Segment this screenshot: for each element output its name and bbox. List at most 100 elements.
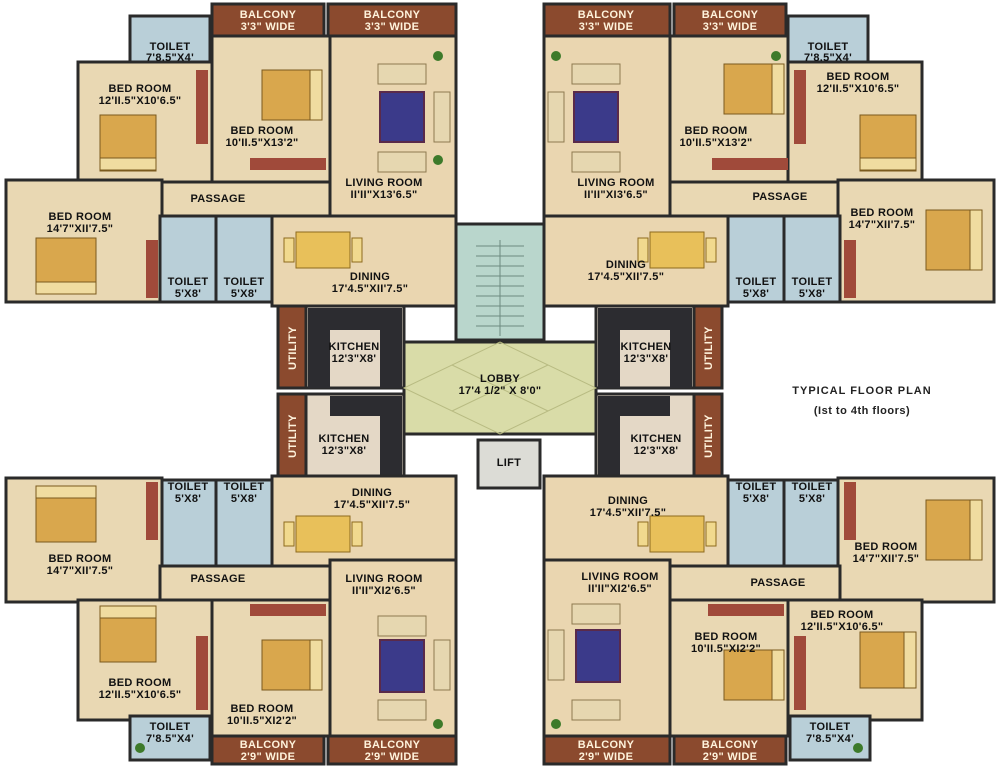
balcony-top-right-2: [672, 2, 788, 38]
plant-icon: [433, 719, 443, 729]
bed-top-right-3: [925, 209, 983, 271]
unit-bottom-left: UTILITY KITCHEN 12'3"X8' DINING 17'4.5"X…: [4, 392, 458, 766]
balcony-size: 2'9" WIDE: [703, 751, 758, 763]
room-name: DINING: [352, 487, 392, 499]
room-size: 10'II.5"XI2'2": [227, 715, 297, 727]
kitchen-counter-top-right: [598, 308, 692, 388]
toilet-size: 5'X8': [231, 493, 257, 505]
wardrobe-bottom-left-1: [146, 482, 158, 540]
room-size: II'II"XI2'6.5": [588, 583, 652, 595]
room-name: LIVING ROOM: [345, 573, 422, 585]
room-name: LIVING ROOM: [577, 177, 654, 189]
utility-label: UTILITY: [703, 414, 715, 458]
plant-icon: [771, 51, 781, 61]
room-name: BED ROOM: [231, 125, 294, 137]
toilet-name: TOILET: [792, 481, 833, 493]
wardrobe-top-right-2: [712, 158, 788, 170]
dining-table-top-left: [283, 231, 363, 269]
toilet-size: 7'8.5"X4': [146, 52, 194, 64]
balcony-name: BALCONY: [240, 739, 297, 751]
room-size: 17'4.5"XII'7.5": [334, 499, 410, 511]
room-size: II'II"X13'6.5": [351, 189, 418, 201]
room-size: 17'4.5"XII'7.5": [588, 271, 664, 283]
balcony-name: BALCONY: [578, 739, 635, 751]
room-name: KITCHEN: [631, 433, 682, 445]
room-name: BED ROOM: [827, 71, 890, 83]
wardrobe-top-left-1: [196, 70, 208, 144]
room-name: BED ROOM: [855, 541, 918, 553]
room-name: BED ROOM: [231, 703, 294, 715]
sofa-set-bottom-right: [547, 603, 621, 721]
toilet-name: TOILET: [168, 276, 209, 288]
bed-top-right-1: [859, 114, 917, 172]
balcony-name: BALCONY: [240, 9, 297, 21]
lift-label: LIFT: [497, 457, 521, 469]
toilet-name: TOILET: [808, 41, 849, 53]
toilet-top-right-3: [782, 214, 842, 304]
sofa-set-top-left: [377, 63, 451, 173]
dining-table-bottom-right: [637, 515, 717, 553]
balcony-name: BALCONY: [364, 739, 421, 751]
toilet-name: TOILET: [736, 481, 777, 493]
room-name: BED ROOM: [851, 207, 914, 219]
bed-top-right-2: [723, 63, 785, 115]
toilet-size: 5'X8': [743, 493, 769, 505]
sofa-set-top-right: [547, 63, 621, 173]
utility-label: UTILITY: [703, 326, 715, 370]
toilet-size: 7'8.5"X4': [146, 733, 194, 745]
balcony-size: 3'3" WIDE: [703, 21, 758, 33]
plant-icon: [853, 743, 863, 753]
room-size: 12'II.5"X10'6.5": [801, 621, 884, 633]
bed-bottom-right-1: [859, 631, 917, 689]
room-name: KITCHEN: [319, 433, 370, 445]
room-size: 14'7"XII'7.5": [47, 223, 114, 235]
balcony-name: BALCONY: [578, 9, 635, 21]
room-name: BED ROOM: [811, 609, 874, 621]
utility-bottom-left: [276, 392, 308, 478]
stair-steps: [476, 240, 524, 336]
room-size: 10'II.5"X13'2": [225, 137, 298, 149]
room-size: 12'3"X8': [624, 353, 669, 365]
toilet-name: TOILET: [792, 276, 833, 288]
room-size: 14'7"XII'7.5": [849, 219, 916, 231]
unit-top-right: BALCONY 3'3" WIDE BALCONY 3'3" WIDE TOIL…: [542, 2, 996, 390]
plant-icon: [135, 743, 145, 753]
plant-icon: [551, 719, 561, 729]
lobby-size: 17'4 1/2" X 8'0": [459, 385, 542, 397]
toilet-name: TOILET: [168, 481, 209, 493]
balcony-size: 2'9" WIDE: [365, 751, 420, 763]
toilet-size: 5'X8': [175, 493, 201, 505]
toilet-size: 7'8.5"X4': [806, 733, 854, 745]
balcony-bottom-right-1: [542, 734, 672, 766]
room-size: 12'3"X8': [332, 353, 377, 365]
wardrobe-bottom-right-3: [794, 636, 806, 710]
room-size: 14'7"XII'7.5": [47, 565, 114, 577]
wardrobe-bottom-right-1: [844, 482, 856, 540]
balcony-bottom-left-2: [326, 734, 458, 766]
dining-table-top-right: [637, 231, 717, 269]
room-size: 14'7"XII'7.5": [853, 553, 920, 565]
plan-subtitle: (Ist to 4th floors): [814, 405, 910, 417]
balcony-size: 3'3" WIDE: [241, 21, 296, 33]
unit-top-left: BALCONY 3'3" WIDE BALCONY 3'3" WIDE TOIL…: [4, 2, 458, 390]
wardrobe-top-right-1: [794, 70, 806, 144]
bed-bottom-left-2: [261, 639, 323, 691]
core: UP LOBBY 17'4 1/2" X 8'0" LIFT: [402, 222, 598, 490]
passage-label: PASSAGE: [190, 573, 245, 585]
utility-label: UTILITY: [287, 414, 299, 458]
room-name: LIVING ROOM: [581, 571, 658, 583]
room-name: DINING: [606, 259, 646, 271]
toilet-size: 7'8.5"X4': [804, 52, 852, 64]
balcony-name: BALCONY: [702, 9, 759, 21]
room-size: 12'II.5"X10'6.5": [99, 689, 182, 701]
bed-bottom-left-3: [35, 485, 97, 543]
kitchen-counter-top-left: [308, 308, 402, 388]
passage-label: PASSAGE: [750, 577, 805, 589]
utility-top-left: [276, 304, 308, 390]
toilet-name: TOILET: [150, 41, 191, 53]
bed-top-left-1: [99, 114, 157, 172]
bed-bottom-right-3: [925, 499, 983, 561]
bed-bottom-left-1: [99, 605, 157, 663]
sofa-set-bottom-left: [377, 615, 451, 721]
wardrobe-top-right-3: [844, 240, 856, 298]
